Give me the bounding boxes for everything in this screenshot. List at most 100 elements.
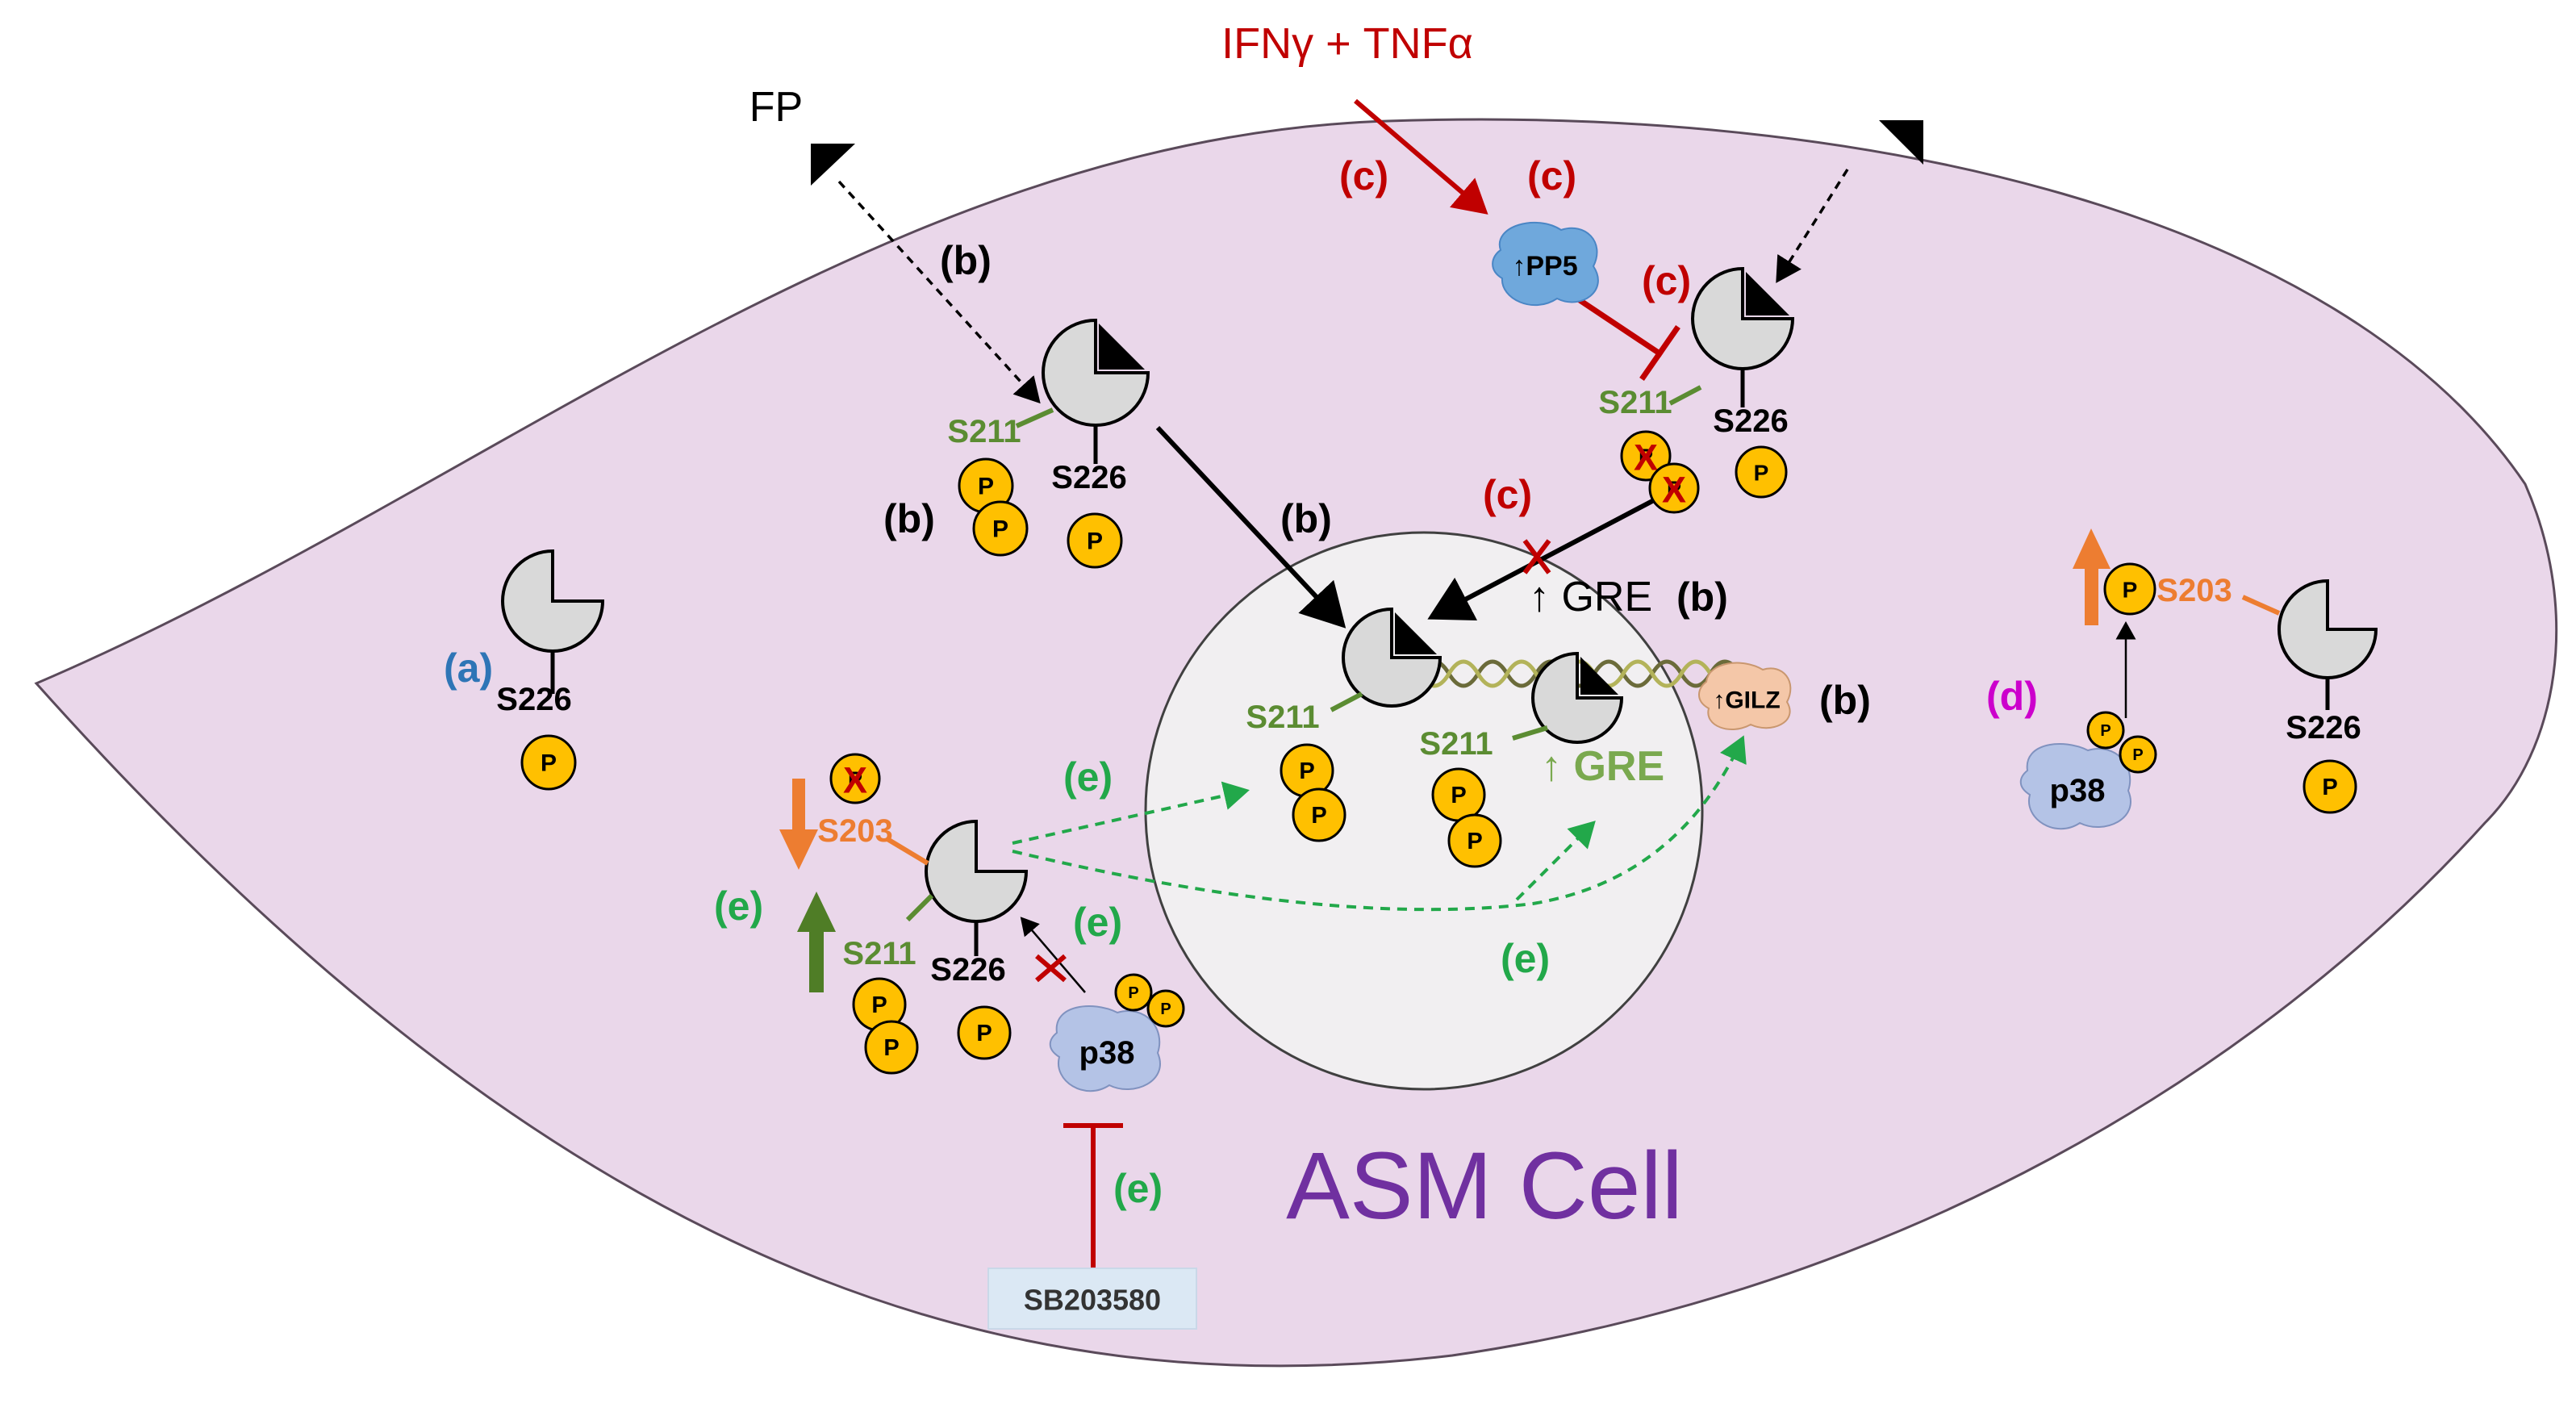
panel-label-e2: (e) — [714, 883, 763, 929]
phospho-e1: P — [852, 977, 907, 1032]
receptor-e — [925, 819, 1029, 923]
phospho-label: P — [871, 992, 887, 1018]
phospho-label: P — [978, 474, 994, 500]
phospho-circle — [2119, 735, 2157, 774]
ligand-triangle — [1099, 324, 1145, 370]
receptor-d — [2277, 579, 2378, 679]
phospho-c1-removed: PX — [1620, 430, 1672, 482]
dna-helix — [1417, 659, 1742, 688]
panel-label-d: (d) — [1986, 674, 2038, 719]
phospho-label: P — [1754, 461, 1769, 486]
phospho-circle — [520, 734, 577, 791]
residue-s226-a: S226 — [496, 682, 571, 717]
phospho-nuc1b: P — [1292, 787, 1346, 842]
receptor-b-s211-bond — [1015, 407, 1054, 428]
panel-label-c4: (c) — [1483, 472, 1532, 517]
fp-label: FP — [749, 84, 803, 131]
blocked-translocation-arrow — [1427, 498, 1655, 621]
panel-label-b3: (b) — [1280, 496, 1332, 541]
phospho-nuc2b: P — [1447, 813, 1502, 868]
p38-block-cross — [1035, 954, 1067, 983]
phospho-label: P — [1160, 1000, 1171, 1018]
panel-label-e3: (e) — [1073, 900, 1122, 945]
residue-s226-d: S226 — [2286, 710, 2361, 746]
phospho-label: P — [1128, 984, 1138, 1002]
fp-ligand-right — [1879, 120, 1923, 165]
up-arrow-s211 — [797, 892, 836, 992]
receptor-body — [1342, 607, 1442, 708]
panel-label-a: (a) — [444, 645, 493, 691]
gilz-label: ↑GILZ — [1713, 687, 1780, 714]
pp5-protein — [1492, 221, 1599, 307]
phospho-circle — [1067, 512, 1123, 569]
phospho-circle — [1735, 445, 1788, 499]
phospho-b3: P — [1067, 512, 1123, 569]
receptor-nuc2-s211-bond — [1512, 725, 1548, 741]
e-arrow-gre — [1515, 821, 1596, 901]
stimulus-arrow — [1354, 98, 1488, 215]
phospho-circle — [1648, 462, 1700, 514]
phospho-circle — [1146, 989, 1185, 1028]
receptor-d-s203-bond — [2241, 595, 2281, 616]
receptor-body — [1691, 266, 1795, 370]
phospho-label: P — [1299, 758, 1314, 784]
residue-s211-e: S211 — [842, 936, 916, 971]
ligand-triangle — [1395, 612, 1437, 654]
residue-s226-e: S226 — [930, 952, 1005, 988]
block-cross — [1522, 539, 1551, 574]
phospho-label: P — [2132, 746, 2143, 764]
phospho-label: P — [1467, 829, 1482, 854]
phospho-circle — [2086, 711, 2125, 750]
ligand-triangle — [1746, 272, 1789, 315]
panel-label-c2: (c) — [1527, 153, 1576, 198]
fp-dashed-arrow-right — [1776, 169, 1849, 283]
phospho-label: P — [883, 1035, 899, 1061]
ligand-triangle — [1580, 657, 1618, 695]
panel-label-e1: (e) — [1063, 754, 1113, 800]
receptor-b — [1042, 318, 1150, 427]
residue-s211-nuc2: S211 — [1419, 726, 1493, 762]
receptor-c-s211-bond — [1668, 385, 1702, 406]
phospho-circle — [957, 1005, 1012, 1060]
phospho-circle — [2303, 759, 2357, 814]
phospho-label: P — [1667, 477, 1681, 501]
phospho-label: P — [992, 516, 1008, 543]
e-arrow-curve — [1012, 735, 1747, 912]
phospho-b2: P — [972, 500, 1029, 557]
gre-label-upper: ↑ GRE — [1529, 574, 1652, 620]
panel-label-c1: (c) — [1339, 153, 1388, 198]
panel-label-b1: (b) — [940, 238, 992, 283]
p38-left — [1049, 1005, 1161, 1092]
receptor-nuc1-s211-bond — [1330, 691, 1363, 712]
phospho-label: P — [1311, 803, 1326, 829]
translocation-arrow — [1155, 425, 1346, 629]
p38-left-phospho2: P — [1146, 989, 1185, 1028]
p38-left-phospho1: P — [1114, 973, 1153, 1012]
pp5-label: ↑PP5 — [1512, 251, 1577, 282]
phospho-circle — [2103, 562, 2156, 616]
phospho-label: P — [541, 750, 557, 777]
panel-label-b5: (b) — [1819, 678, 1871, 723]
phospho-circle — [1447, 813, 1502, 868]
receptor-e-s203-bond — [886, 837, 929, 866]
residue-s211-nuc1: S211 — [1246, 700, 1319, 735]
e-arrow-upper — [1012, 781, 1250, 845]
residue-s226-c: S226 — [1713, 403, 1788, 439]
phospho-circle — [864, 1020, 919, 1075]
inhibitor-label: SB203580 — [1024, 1284, 1161, 1317]
phospho-a: P — [520, 734, 577, 791]
stimulus-label: IFNγ + TNFα — [1221, 19, 1473, 68]
residue-s226-b: S226 — [1051, 460, 1126, 495]
receptor-c — [1691, 266, 1795, 370]
phospho-circle — [972, 500, 1029, 557]
phospho-label: P — [2322, 775, 2337, 800]
inhibitor-box: SB203580 — [987, 1268, 1197, 1330]
cell-label: ASM Cell — [1286, 1133, 1683, 1239]
down-arrow-s203 — [779, 779, 818, 870]
p38-left-label: p38 — [1079, 1035, 1135, 1071]
gre-label-lower: ↑ GRE — [1541, 743, 1664, 790]
phospho-c2-removed: PX — [1648, 462, 1700, 514]
